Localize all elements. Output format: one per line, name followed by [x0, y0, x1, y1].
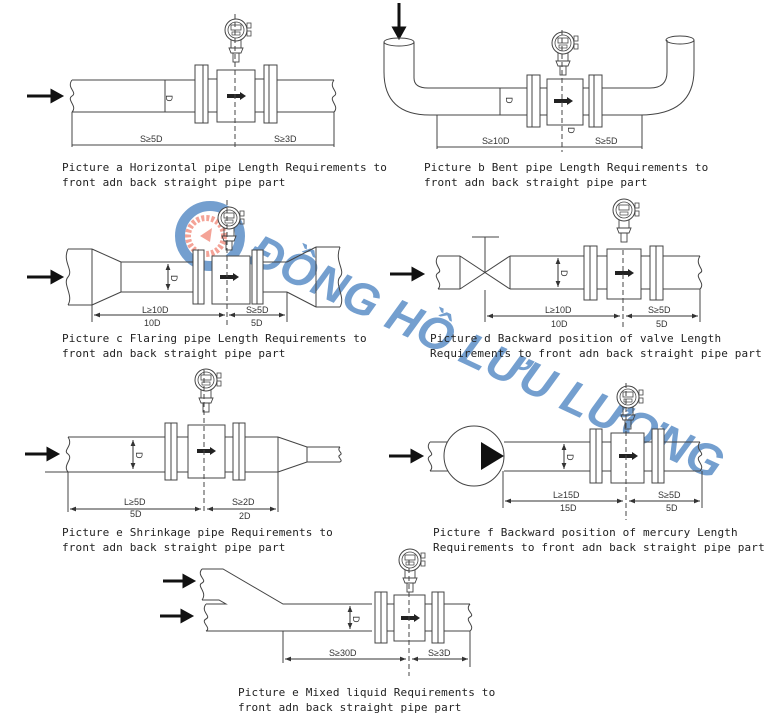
svg-text:L≥15D: L≥15D: [553, 490, 580, 500]
figure-a-caption-line2: front adn back straight pipe part: [62, 176, 286, 189]
flow-direction-arrow-icon: [25, 446, 61, 462]
flow-direction-arrow-icon: [163, 573, 197, 589]
figure-c-flaring-pipe: D L≥10D 10D S≥5D 5D: [27, 200, 343, 328]
flow-direction-arrow-icon: [391, 3, 407, 41]
svg-text:5D: 5D: [666, 503, 678, 513]
flow-direction-arrow-icon: [390, 266, 426, 282]
svg-text:D: D: [134, 452, 144, 459]
svg-text:D: D: [169, 275, 179, 282]
flowmeter-transmitter-icon: [224, 18, 252, 63]
svg-text:S≥30D: S≥30D: [329, 648, 357, 658]
figure-e-caption: Picture e Shrinkage pipe Requirements to…: [62, 525, 333, 555]
figure-e-caption-line2: front adn back straight pipe part: [62, 541, 286, 554]
svg-text:5D: 5D: [656, 319, 668, 329]
figure-c-caption-line2: front adn back straight pipe part: [62, 347, 286, 360]
figure-c-caption-line1: Picture c Flaring pipe Length Requiremen…: [62, 332, 367, 345]
watermark-logo-icon: [175, 201, 245, 271]
figure-d-caption-line1: Picture d Backward position of valve Len…: [430, 332, 722, 345]
figure-f-caption-line1: Picture f Backward position of mercury L…: [433, 526, 738, 539]
flow-direction-arrow-icon: [27, 269, 65, 285]
flow-direction-arrow-icon: [160, 608, 195, 624]
figure-f-caption-line2: Requirements to front adn back straight …: [433, 541, 765, 554]
figure-c-caption: Picture c Flaring pipe Length Requiremen…: [62, 331, 367, 361]
svg-text:S≥10D: S≥10D: [482, 136, 510, 146]
figure-g-caption-line1: Picture e Mixed liquid Requirements to: [238, 686, 496, 699]
svg-text:15D: 15D: [560, 503, 577, 513]
figure-a-caption-line1: Picture a Horizontal pipe Length Require…: [62, 161, 388, 174]
svg-text:D: D: [566, 127, 576, 134]
svg-text:S≥3D: S≥3D: [274, 134, 297, 144]
flowmeter-transmitter-icon: [612, 198, 640, 243]
svg-text:D: D: [164, 95, 174, 102]
svg-text:10D: 10D: [144, 318, 161, 328]
flow-direction-arrow-icon: [389, 448, 425, 464]
flow-direction-arrow-icon: [27, 88, 65, 104]
svg-text:L≥10D: L≥10D: [545, 305, 572, 315]
svg-text:2D: 2D: [239, 511, 251, 521]
svg-text:D: D: [504, 97, 514, 104]
svg-text:S≥2D: S≥2D: [232, 497, 255, 507]
svg-text:L≥5D: L≥5D: [124, 497, 146, 507]
figure-g-mixed-liquid: D S≥30D S≥3D: [160, 548, 473, 676]
figure-f-caption: Picture f Backward position of mercury L…: [433, 525, 765, 555]
svg-text:5D: 5D: [130, 509, 142, 519]
flowmeter-transmitter-icon: [398, 548, 426, 593]
svg-text:D: D: [351, 616, 361, 623]
flowmeter-transmitter-icon: [551, 31, 579, 76]
svg-text:D: D: [559, 270, 569, 277]
svg-text:S≥5D: S≥5D: [658, 490, 681, 500]
svg-text:10D: 10D: [551, 319, 568, 329]
figure-e-shrinkage-pipe: D L≥5D 5D S≥2D 2D: [25, 368, 342, 521]
figure-g-caption-line2: front adn back straight pipe part: [238, 701, 462, 714]
figure-b-bent-pipe: D D S≥10D S≥5D: [383, 3, 695, 152]
svg-text:D: D: [565, 454, 575, 461]
svg-text:S≥5D: S≥5D: [595, 136, 618, 146]
figure-f-pump: D L≥15D 15D S≥5D 5D: [389, 383, 703, 520]
figure-b-caption: Picture b Bent pipe Length Requirements …: [424, 160, 708, 190]
svg-text:5D: 5D: [251, 318, 263, 328]
svg-text:L≥10D: L≥10D: [142, 305, 169, 315]
svg-text:S≥5D: S≥5D: [648, 305, 671, 315]
svg-text:S≥5D: S≥5D: [140, 134, 163, 144]
figure-d-valve: D L≥10D 10D S≥5D 5D: [390, 198, 703, 329]
figure-d-caption: Picture d Backward position of valve Len…: [430, 331, 762, 361]
figure-a-horizontal-pipe: D S≥5D S≥3D: [27, 14, 337, 150]
figure-b-caption-line1: Picture b Bent pipe Length Requirements …: [424, 161, 709, 174]
figure-a-caption: Picture a Horizontal pipe Length Require…: [62, 160, 387, 190]
figure-g-caption: Picture e Mixed liquid Requirements to f…: [238, 685, 495, 715]
figure-b-caption-line2: front adn back straight pipe part: [424, 176, 648, 189]
svg-text:S≥3D: S≥3D: [428, 648, 451, 658]
svg-text:S≥5D: S≥5D: [246, 305, 269, 315]
flowmeter-transmitter-icon: [194, 368, 222, 413]
figure-e-caption-line1: Picture e Shrinkage pipe Requirements to: [62, 526, 333, 539]
figure-d-caption-line2: Requirements to front adn back straight …: [430, 347, 762, 360]
